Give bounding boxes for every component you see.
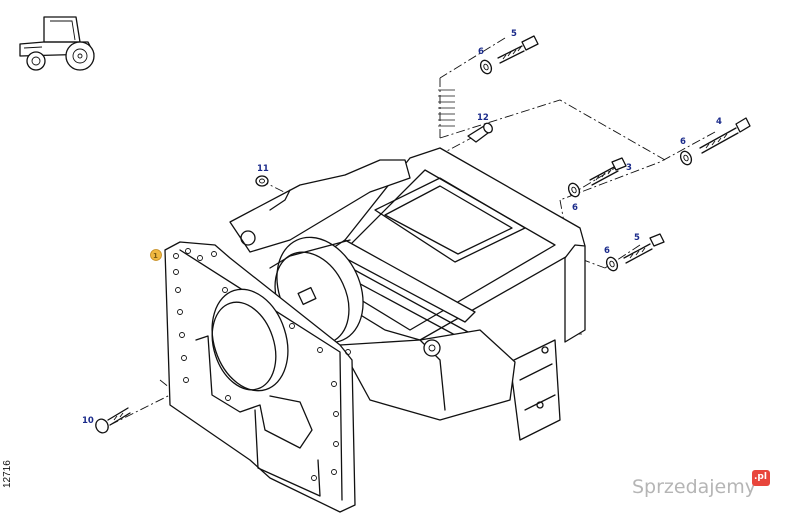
main-part-marker — [150, 249, 162, 261]
callout-6-top: 6 — [478, 47, 484, 57]
watermark-text: Sprzedajemy — [631, 476, 756, 498]
callout-4: 4 — [716, 117, 722, 127]
bolt-4 — [699, 117, 751, 154]
callout-6-right: 6 — [680, 137, 686, 147]
rear-axle-housing — [164, 147, 586, 513]
watermark-badge-text: .pl — [754, 472, 767, 482]
bolt-10 — [95, 407, 131, 434]
washer-6-top — [479, 59, 493, 75]
callout-5-right: 5 — [634, 233, 640, 243]
tractor-icon — [19, 16, 95, 71]
plug-11 — [255, 175, 269, 187]
watermark-badge: .pl — [752, 470, 770, 486]
callout-3: 3 — [626, 163, 632, 173]
callout-6-mid: 6 — [572, 203, 578, 213]
bolt-3 — [589, 157, 627, 186]
callout-12: 12 — [477, 113, 489, 123]
callout-11: 11 — [257, 164, 269, 174]
washer-6-right — [679, 150, 693, 166]
washer-6-lower — [605, 256, 619, 272]
callout-1: 1 — [153, 252, 158, 260]
pin-12 — [467, 122, 493, 143]
callout-6-lower: 6 — [604, 246, 610, 256]
callout-10: 10 — [82, 416, 94, 426]
drawing-reference-number: 12716 — [2, 460, 13, 488]
bolt-5-top — [497, 35, 539, 64]
bolt-5-right — [623, 233, 665, 264]
washer-6-mid — [567, 182, 581, 198]
callout-5-top: 5 — [511, 29, 517, 39]
